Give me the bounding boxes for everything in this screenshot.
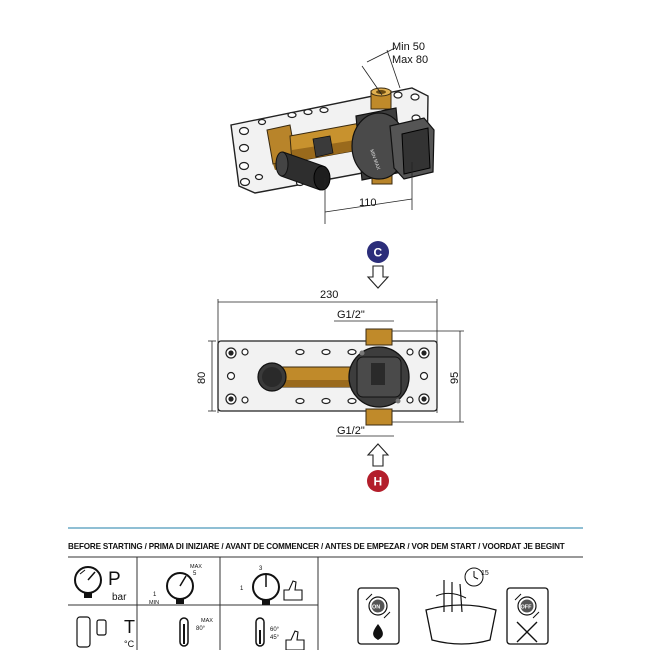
gauge-max-value: 5 xyxy=(193,571,197,577)
height-95-label: 95 xyxy=(449,372,461,384)
stop-cap xyxy=(275,151,331,191)
temp-unit: °C xyxy=(124,639,135,649)
svg-text:C: C xyxy=(374,246,383,260)
thermometer-range-icon xyxy=(255,617,265,647)
top-connection-label: G1/2" xyxy=(337,309,365,321)
arrow-down-icon xyxy=(366,265,390,289)
mixing-valve-front xyxy=(348,346,410,408)
depth-110-label: 110 xyxy=(359,197,377,209)
front-view-drawing: 230 80 95 G1/2" G1/2" xyxy=(196,289,464,437)
gauge-min-value: 1 xyxy=(153,592,157,598)
wall-depth-max-label: Max 80 xyxy=(392,54,428,66)
gauge-ok-icon xyxy=(252,573,280,605)
width-230-label: 230 xyxy=(320,289,338,301)
temp-range-low: 45° xyxy=(270,635,280,641)
svg-text:H: H xyxy=(374,475,383,489)
gauge-min-label: MIN xyxy=(149,600,159,606)
thumbs-up-icon xyxy=(283,580,303,601)
hot-water-marker: H xyxy=(366,443,390,492)
flush-timer-icon: 15 xyxy=(425,567,497,645)
brass-fitting-top xyxy=(370,87,392,110)
gauge-range-icon xyxy=(166,572,194,604)
wall-depth-min-label: Min 50 xyxy=(392,41,425,53)
bottom-connection-label: G1/2" xyxy=(337,425,365,437)
instructions-panel: P bar MAX 5 1 MIN 3 1 T °C xyxy=(68,527,583,650)
cold-water-marker: C xyxy=(366,241,390,289)
isometric-product-view: MIN MAX Min 50 Max 80 110 xyxy=(230,41,435,224)
boiler-icon xyxy=(76,616,107,648)
temp-symbol: T xyxy=(124,617,135,637)
before-starting-banner: BEFORE STARTING / PRIMA DI INIZIARE / AV… xyxy=(68,542,565,551)
valve-off-icon: OFF xyxy=(506,587,549,645)
pressure-unit: bar xyxy=(112,592,127,603)
thumbs-up-icon-2 xyxy=(285,630,305,650)
height-80-label: 80 xyxy=(196,372,208,384)
svg-text:ON: ON xyxy=(372,605,380,611)
temp-max-value: 80° xyxy=(196,626,206,632)
pressure-symbol: P xyxy=(108,569,121,590)
gauge-max-label: MAX xyxy=(190,564,202,570)
pressure-gauge-icon xyxy=(74,566,102,598)
svg-text:OFF: OFF xyxy=(521,605,533,611)
temp-max-label: MAX xyxy=(201,618,213,624)
temp-range-high: 60° xyxy=(270,627,280,633)
arrow-up-icon xyxy=(366,443,390,467)
thermometer-max-icon xyxy=(179,617,189,647)
valve-on-icon: ON xyxy=(357,587,400,645)
flush-time-label: 15 xyxy=(481,570,489,577)
gauge-target-min: 1 xyxy=(240,586,244,592)
mixing-valve-body-3d: MIN MAX xyxy=(351,107,435,181)
gauge-target-value: 3 xyxy=(259,566,263,572)
